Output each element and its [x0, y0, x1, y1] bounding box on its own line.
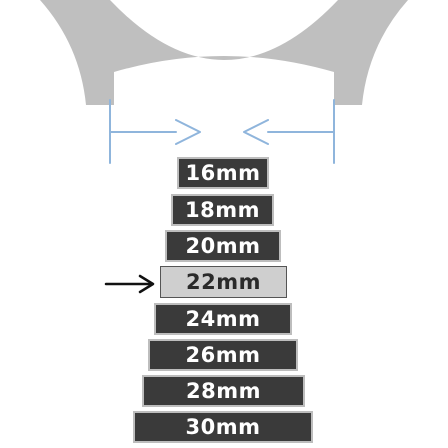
left-arrow-head — [175, 119, 201, 145]
size-band-18mm[interactable]: 18mm — [171, 194, 274, 226]
width-measure-guide — [109, 99, 335, 164]
size-band-20mm[interactable]: 20mm — [165, 230, 281, 262]
size-label: 26mm — [185, 343, 261, 367]
size-label: 20mm — [185, 234, 261, 258]
size-band-22mm-selected[interactable]: 22mm — [160, 266, 287, 298]
size-label: 28mm — [186, 379, 261, 403]
size-label: 18mm — [185, 198, 260, 222]
size-label: 24mm — [185, 307, 261, 331]
size-band-28mm[interactable]: 28mm — [142, 375, 305, 407]
size-band-30mm[interactable]: 30mm — [133, 411, 313, 443]
selection-pointer-arrow — [104, 274, 155, 294]
right-arrow-head — [243, 119, 269, 145]
watch-case-shape — [40, 0, 408, 105]
size-band-24mm[interactable]: 24mm — [154, 303, 292, 335]
size-label: 30mm — [185, 415, 261, 439]
size-band-16mm[interactable]: 16mm — [177, 157, 269, 189]
size-band-26mm[interactable]: 26mm — [148, 339, 298, 371]
size-label: 16mm — [185, 161, 261, 185]
size-label: 22mm — [186, 270, 261, 294]
